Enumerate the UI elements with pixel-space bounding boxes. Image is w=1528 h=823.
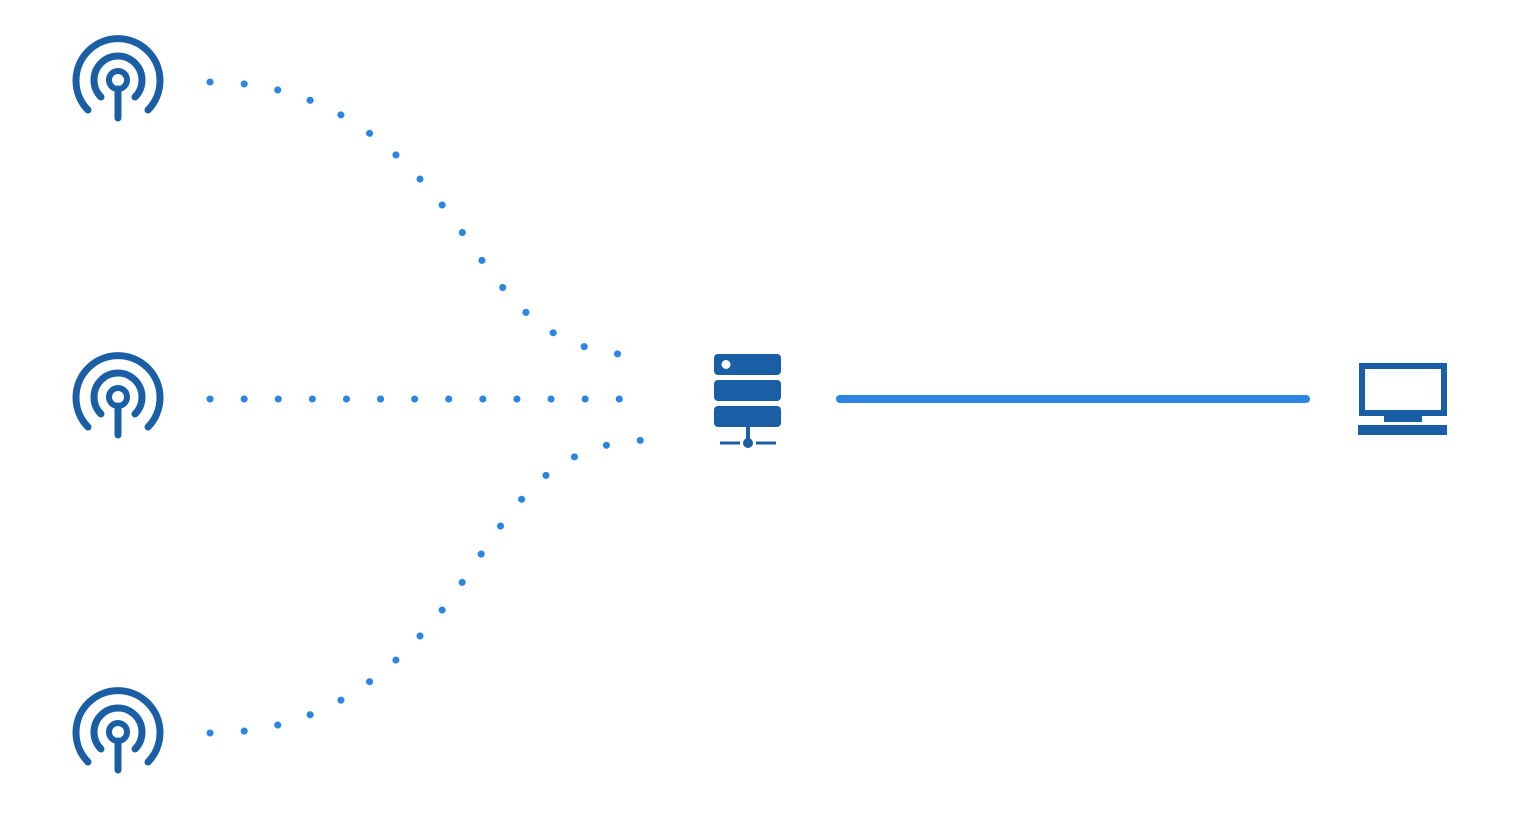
wireless-link-top	[206, 78, 654, 360]
wireless-links	[206, 78, 654, 737]
server-rack-icon	[714, 354, 781, 448]
antenna-node-bottom	[76, 691, 160, 770]
antenna-node-top	[76, 39, 160, 118]
broadcast-antenna-icon	[76, 691, 160, 770]
broadcast-antenna-icon	[76, 39, 160, 118]
broadcast-antenna-icon	[76, 356, 160, 435]
wireless-link-bottom	[206, 436, 654, 737]
laptop-icon	[1358, 363, 1447, 435]
antenna-node-middle	[76, 356, 160, 435]
